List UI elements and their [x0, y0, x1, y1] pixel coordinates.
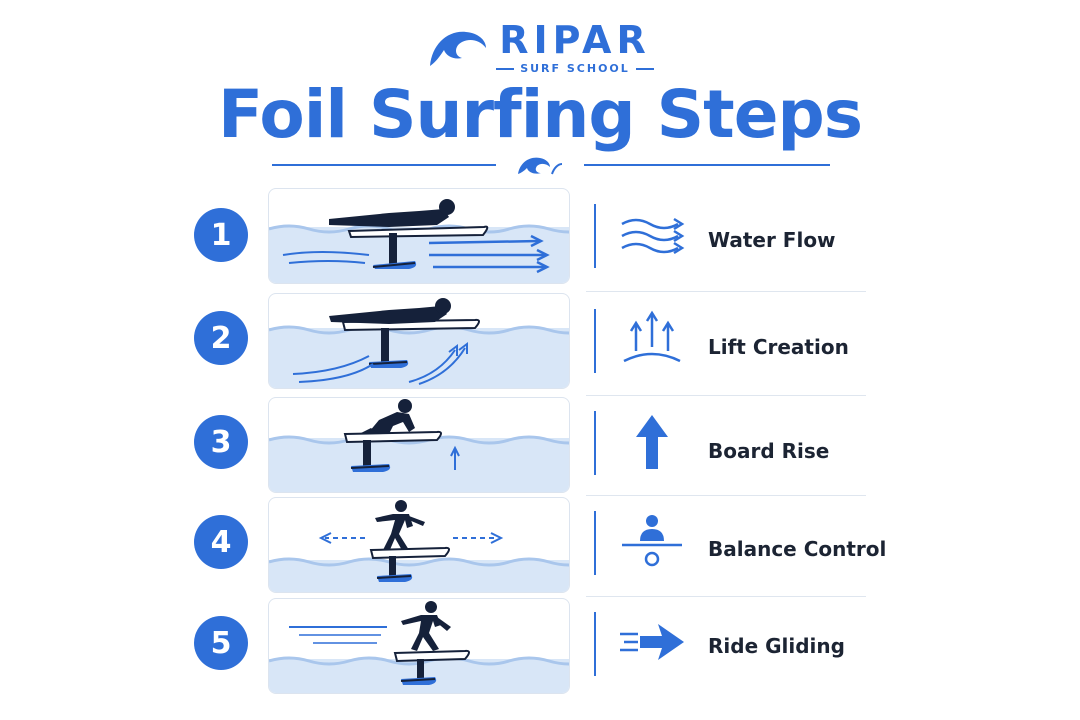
title-divider-right [584, 164, 830, 166]
step-number: 4 [194, 515, 248, 569]
title-divider-left [272, 164, 496, 166]
step-number: 1 [194, 208, 248, 262]
row-divider [586, 596, 866, 597]
brand-name: RIPAR [499, 18, 651, 62]
separator-line [594, 411, 596, 475]
row-divider [586, 291, 866, 292]
step-number: 5 [194, 616, 248, 670]
step-illustration [268, 397, 570, 493]
brand-subtitle: SURF SCHOOL [520, 62, 630, 75]
step-3: 3 Board Rise [0, 397, 1080, 493]
paddling-surfer-illustration [269, 199, 569, 283]
step-number: 3 [194, 415, 248, 469]
flow-arrows-icon [621, 217, 685, 255]
wave-logo-icon [430, 31, 487, 66]
logo: RIPAR SURF SCHOOL [0, 20, 1080, 75]
step-illustration [268, 598, 570, 694]
page-title: Foil Surfing Steps [218, 76, 863, 153]
step-illustration [268, 497, 570, 593]
step-illustration [268, 188, 570, 284]
step-label: Board Rise [708, 439, 830, 463]
step-label: Ride Gliding [708, 634, 845, 658]
row-divider [586, 395, 866, 396]
gliding-surfer-illustration [269, 601, 569, 693]
step-label: Water Flow [708, 228, 836, 252]
separator-line [594, 204, 596, 268]
speed-arrow-icon [620, 624, 684, 660]
step-label: Balance Control [708, 537, 887, 561]
wave-divider-icon [518, 157, 563, 175]
kneeling-surfer-illustration [269, 399, 569, 492]
lift-arrows-icon [623, 310, 681, 363]
separator-line [594, 511, 596, 575]
step-illustration [268, 293, 570, 389]
step-number: 2 [194, 311, 248, 365]
separator-line [594, 612, 596, 676]
row-divider [586, 495, 866, 496]
step-2: 2 Lift Creation [0, 293, 1080, 389]
up-arrow-icon [636, 415, 668, 469]
step-1: 1 Water Flow [0, 188, 1080, 284]
step-5: 5 Ride Gliding [0, 598, 1080, 694]
separator-line [594, 309, 596, 373]
step-label: Lift Creation [708, 335, 849, 359]
header: RIPAR SURF SCHOOL Foil Surfing Steps [0, 0, 1080, 175]
balancing-surfer-illustration [269, 500, 569, 592]
balance-icon [622, 515, 682, 567]
lifting-surfer-illustration [269, 298, 569, 388]
step-4: 4 Balance Control [0, 497, 1080, 593]
